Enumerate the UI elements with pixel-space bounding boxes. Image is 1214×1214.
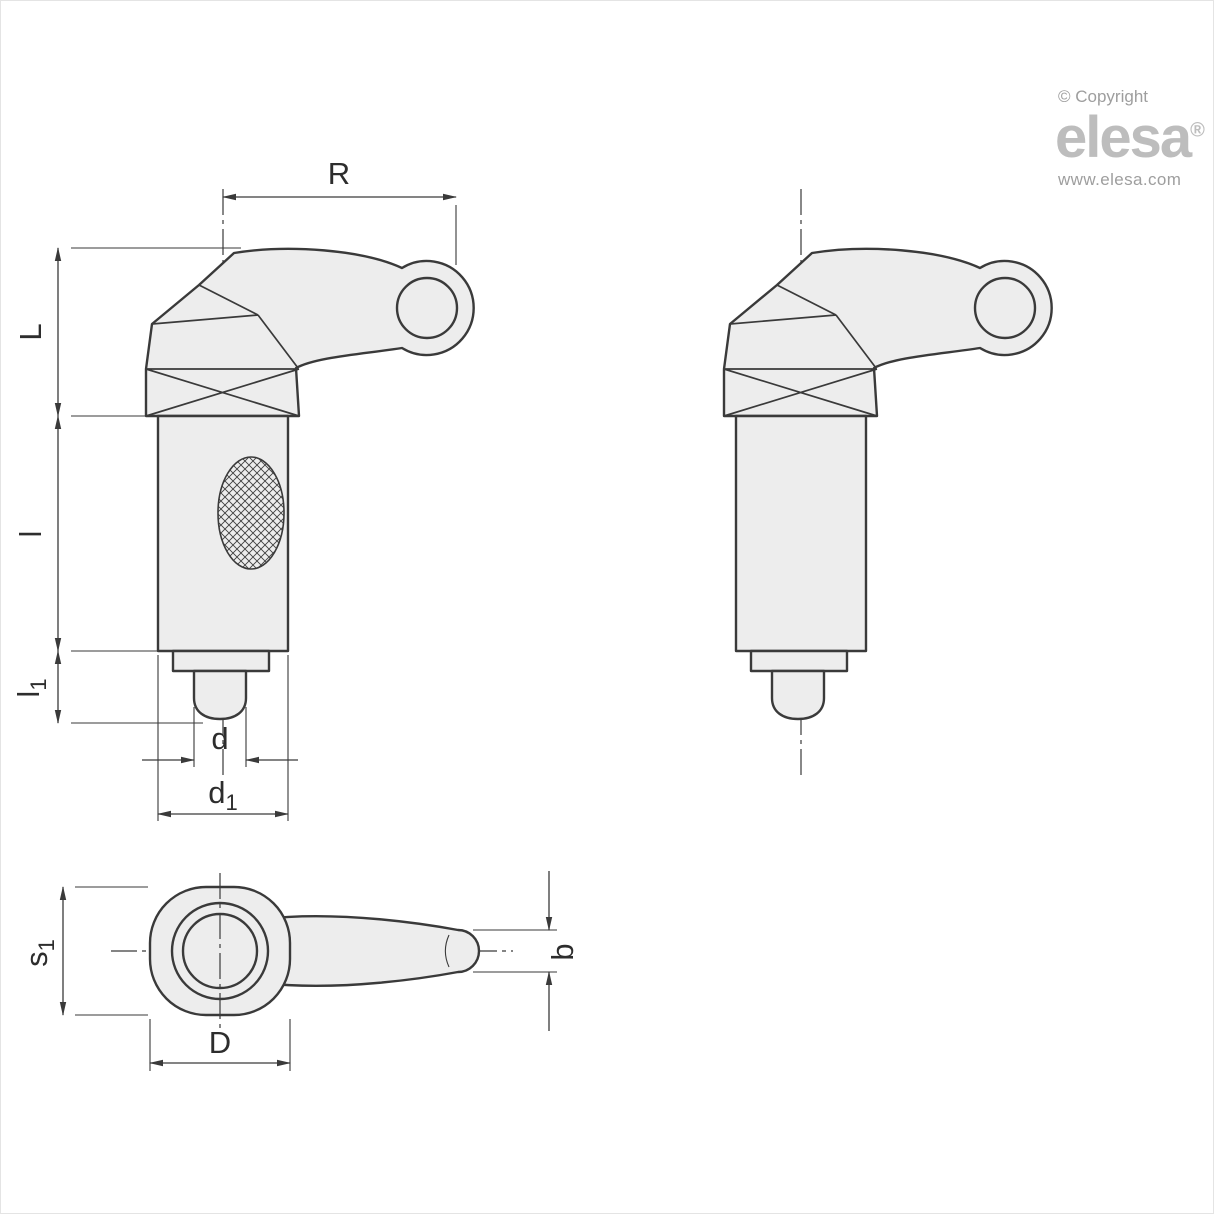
copyright-text: © Copyright [1058,87,1149,106]
elesa-logo: elesa® [1055,108,1205,167]
dimension-R: R [222,156,457,265]
dim-L-label: L [13,323,48,340]
website-url: www.elesa.com [1058,170,1182,190]
registered-mark-icon: ® [1190,119,1205,142]
side-view-rotated [722,187,1053,781]
dimension-D: D [149,1019,291,1071]
dimension-s1: s1 [19,886,148,1016]
plunger-outline [144,187,475,781]
dim-R-label: R [328,156,350,191]
knurled-button-patch [217,456,285,570]
top-view-lever-arm [261,915,481,987]
top-view [111,873,513,1029]
side-view-main [144,187,475,781]
plunger-outline-rotated [722,187,1053,781]
dim-d1-extensions [157,655,289,821]
dim-b-label: b [545,943,580,960]
dimension-d1: d1 [157,655,289,821]
dimension-b: b [473,871,580,1031]
elesa-wordmark: elesa [1055,105,1192,170]
dim-s1-label: s1 [19,939,59,967]
lever-arm-tip-detail [444,934,450,968]
dimension-chain-left: L l l1 [11,247,241,724]
dim-d-label: d [211,721,228,756]
dim-s1-extensions [75,886,148,1016]
dim-l-label: l [13,531,48,538]
dim-d1-label: d1 [208,775,238,815]
branding-block: © Copyright elesa® www.elesa.com [1055,87,1205,190]
dimension-d: d [142,707,298,767]
dim-b-extensions [473,929,557,973]
dim-D-label: D [209,1025,231,1060]
dim-left-extensions [71,247,241,724]
dim-l1-label: l1 [11,678,51,697]
